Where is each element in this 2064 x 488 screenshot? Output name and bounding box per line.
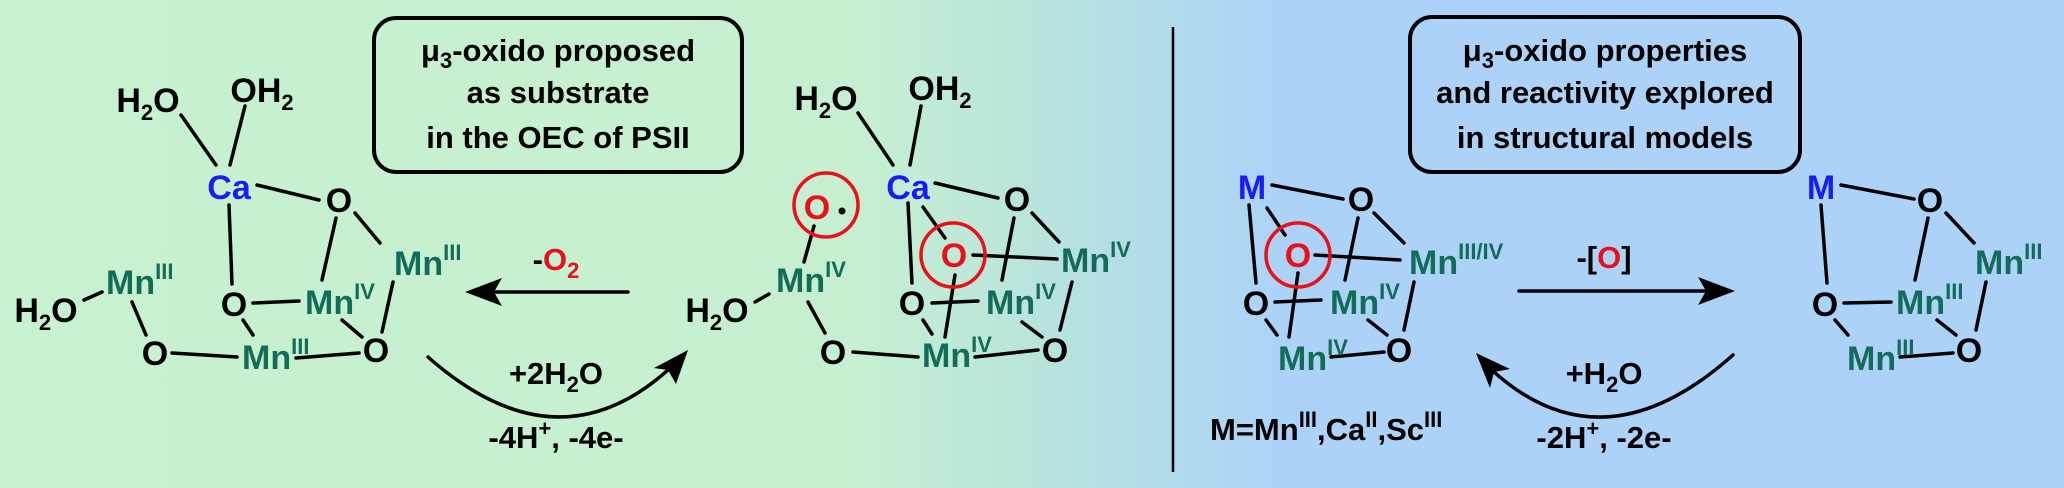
oxygen-atom: O (1243, 285, 1269, 323)
oxygen-atom: O (1386, 332, 1412, 370)
oxygen-atom: O (899, 285, 925, 323)
highlight-circle (919, 221, 987, 289)
caption-line2: as substrate (467, 75, 650, 110)
water-ligand: OH2 (908, 70, 971, 113)
manganese-atom: MnIV (922, 332, 992, 375)
caption-line1: -oxido proposed (452, 33, 695, 68)
oxygen-atom: O (1348, 181, 1374, 219)
manganese-atom: MnIV (776, 257, 846, 300)
manganese-atom: MnIII (1896, 279, 1963, 322)
model-structure-reduced: M O MnIII O MnIII MnIII O (1807, 169, 2043, 378)
caption-line3: in the OEC of PSII (426, 120, 690, 155)
oxygen-atom: O (820, 334, 846, 372)
water-ligand: H2O (685, 292, 748, 335)
metal-legend: M=MnIII,CaII,ScIII (1210, 407, 1442, 447)
mu: μ (421, 33, 440, 68)
right-caption-box: μ3-oxido properties and reactivity explo… (1408, 15, 1802, 174)
oxyl-radical-atom: O (804, 189, 830, 227)
calcium-atom: Ca (886, 169, 931, 207)
manganese-atom: MnIV (1061, 237, 1131, 280)
oxygen-atom: O (1812, 286, 1838, 324)
water-ligand: H2O (794, 80, 857, 123)
water-ligand: OH2 (230, 72, 293, 115)
mu3-oxido-atom: O (1285, 237, 1311, 275)
mu-subscript: 3 (440, 48, 452, 73)
mu-subscript: 3 (1482, 48, 1494, 73)
highlight-circle (1264, 221, 1332, 289)
structure-s1-state: H2O OH2 Ca O MnIII O MnIV O MnIII O MnII… (14, 72, 461, 377)
water-ligand: H2O (116, 82, 179, 125)
svg-text:μ3-oxido proposed: μ3-oxido proposed (421, 33, 695, 73)
manganese-atom: MnIV (986, 279, 1056, 322)
proton-electron-loss-label: -4H+, -4e- (488, 416, 623, 455)
manganese-atom: MnIV (1278, 335, 1348, 378)
metal-m-atom: M (1238, 169, 1266, 207)
manganese-atom: MnIII (106, 259, 173, 302)
oxygen-atom: O (142, 335, 168, 373)
manganese-atom: MnIII (242, 334, 309, 377)
calcium-atom: Ca (207, 169, 252, 207)
mu: μ (1463, 33, 1482, 68)
oxygen-atom: O (221, 286, 247, 324)
caption-line3: in structural models (1457, 120, 1753, 155)
manganese-atom: MnIII (1975, 239, 2042, 282)
mu3-oxido-atom: O (941, 237, 967, 275)
oxygen-atom: O (1917, 182, 1943, 220)
water-ligand: H2O (14, 292, 77, 335)
o2-release-label: -O2 (533, 242, 580, 283)
proton-electron-loss-label: -2H+, -2e- (1536, 416, 1671, 455)
radical-dot (838, 207, 846, 215)
oxygen-atom: O (1042, 332, 1068, 370)
oxygen-loss-label: -[O] (1576, 240, 1631, 275)
plus-water-label: +H2O (1566, 356, 1643, 397)
metal-m-atom: M (1807, 169, 1835, 207)
oxygen-atom-transfer-arrow: -[O] (1517, 240, 1735, 305)
manganese-atom: MnIV (305, 279, 375, 322)
manganese-atom: MnIV (1330, 279, 1400, 322)
model-structure-with-mu3-oxido: M O O O MnIII/IV MnIV MnIV O M=MnIII,CaI… (1210, 169, 1504, 447)
caption-line1: -oxido properties (1494, 33, 1747, 68)
oxygen-atom: O (363, 332, 389, 370)
oxygen-atom: O (1956, 332, 1982, 370)
regeneration-curved-arrow: +H2O -2H+, -2e- (1476, 353, 1735, 455)
oxygen-atom: O (1004, 181, 1030, 219)
svg-text:μ3-oxido properties: μ3-oxido properties (1463, 33, 1747, 73)
manganese-atom: MnIII/IV (1409, 239, 1504, 282)
manganese-atom: MnIII (1847, 335, 1914, 378)
manganese-atom: MnIII (394, 240, 461, 283)
o2-release-arrow: -O2 (465, 242, 630, 306)
water-binding-curved-arrow: +2H2O -4H+, -4e- (426, 350, 688, 455)
structure-s4-state: H2O OH2 Ca O MnIV H2O O MnIV O O O O MnI… (685, 70, 1131, 375)
oxygen-atom: O (326, 182, 352, 220)
left-caption-box: μ3-oxido proposed as substrate in the OE… (372, 16, 744, 174)
plus-water-label: +2H2O (509, 356, 603, 397)
highlight-circle (792, 171, 860, 239)
caption-line2: and reactivity explored (1436, 75, 1774, 110)
